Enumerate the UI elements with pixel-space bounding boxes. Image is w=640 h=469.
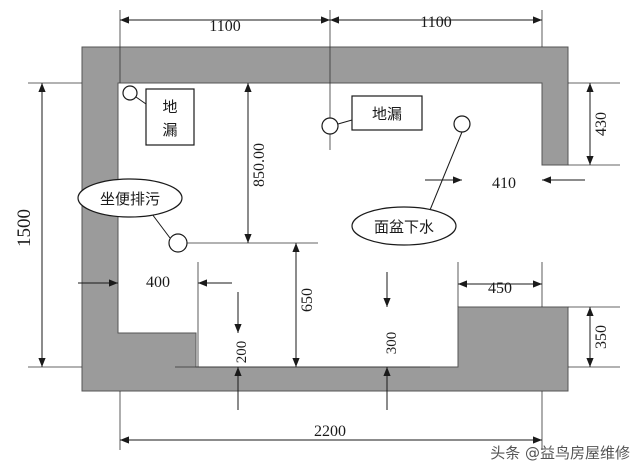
dim-top-right: 1100 bbox=[420, 14, 451, 31]
floor-drain-1-box bbox=[145, 88, 195, 146]
dimension-lines bbox=[38, 16, 594, 444]
dim-right-430: 430 bbox=[593, 112, 610, 136]
dim-top-left: 1100 bbox=[209, 18, 240, 35]
floor-drain-2-label: 地漏 bbox=[372, 105, 402, 123]
toilet-drain-icon bbox=[168, 233, 188, 253]
dim-niche-410: 410 bbox=[492, 175, 516, 192]
basin-drain-label: 面盆下水 bbox=[374, 218, 434, 236]
dim-drain-850: 850.00 bbox=[251, 143, 268, 187]
floor-drain-1-icon bbox=[122, 85, 138, 101]
toilet-drain-label: 坐便排污 bbox=[100, 190, 160, 208]
floor-drain-2-icon bbox=[321, 117, 339, 135]
floor-drain-2-box bbox=[351, 95, 423, 131]
basin-drain-bubble bbox=[351, 206, 457, 246]
watermark: 头条 @益鸟房屋维修 bbox=[490, 444, 630, 462]
dim-toilet-200: 200 bbox=[234, 341, 250, 364]
leader-lines bbox=[135, 96, 463, 239]
dim-right-350: 350 bbox=[593, 325, 610, 349]
floor-drain-1-label-b: 漏 bbox=[162, 121, 177, 139]
toilet-drain-bubble bbox=[77, 178, 183, 218]
dim-floor-450: 450 bbox=[488, 280, 512, 297]
wall-outline bbox=[81, 46, 569, 392]
dim-basin-300: 300 bbox=[384, 332, 400, 355]
dim-step-400: 400 bbox=[146, 274, 170, 291]
floor-drain-1-label-a: 地 bbox=[162, 98, 177, 116]
dim-bottom-width: 2200 bbox=[314, 423, 346, 440]
dim-toilet-650: 650 bbox=[299, 288, 316, 312]
dim-left-height: 1500 bbox=[14, 209, 35, 247]
basin-drain-icon bbox=[453, 115, 471, 133]
